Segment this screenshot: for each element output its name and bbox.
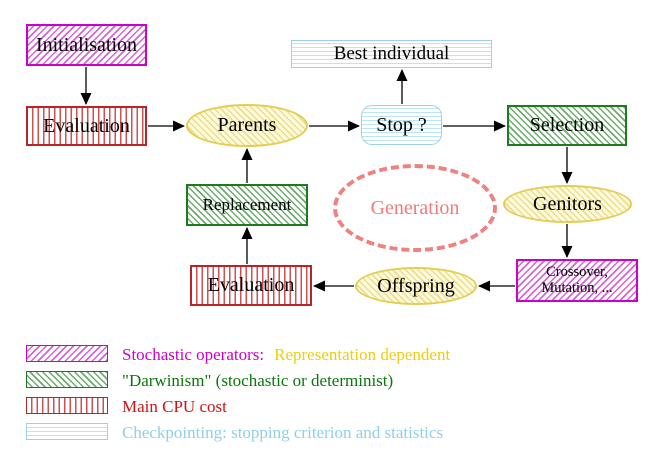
node-crossover-mutation: Crossover, Mutation, ... (516, 259, 638, 302)
node-replacement: Replacement (186, 184, 308, 226)
node-best-individual-label: Best individual (333, 43, 450, 65)
node-parents: Parents (186, 104, 308, 147)
legend-swatch-stochastic-operators (26, 345, 108, 362)
legend-text-darwinism: "Darwinism" (stochastic or determinist) (122, 371, 394, 390)
legend-swatch-cpu-cost (26, 397, 108, 414)
node-genitors-label: Genitors (533, 192, 602, 215)
node-crossover-line2: Mutation, ... (541, 279, 613, 296)
node-evaluation-top: Evaluation (26, 106, 147, 146)
legend-text-checkpointing: Checkpointing: stopping criterion and st… (122, 423, 444, 442)
node-selection: Selection (507, 105, 627, 146)
legend-stochastic-label: Stochastic operators: (122, 345, 265, 364)
node-offspring-label: Offspring (377, 274, 455, 297)
node-evaluation-bottom: Evaluation (190, 265, 312, 306)
legend-text-cpu-cost: Main CPU cost (122, 397, 227, 416)
node-replacement-label: Replacement (202, 195, 292, 215)
legend-representation-label: Representation dependent (274, 345, 451, 364)
node-evaluation-bottom-label: Evaluation (207, 274, 295, 296)
node-best-individual: Best individual (291, 40, 492, 68)
node-genitors: Genitors (503, 185, 632, 223)
legend-swatch-darwinism (26, 371, 108, 388)
generation-cycle-ellipse: Generation (333, 164, 497, 252)
node-evaluation-top-label: Evaluation (43, 114, 130, 137)
node-stop: Stop ? (361, 105, 442, 145)
node-stop-label: Stop ? (376, 113, 427, 136)
node-initialisation-label: Initialisation (35, 33, 138, 56)
legend-swatch-checkpointing (26, 423, 108, 440)
legend-text-stochastic-operators: Stochastic operators: Representation depe… (122, 345, 450, 365)
node-offspring: Offspring (355, 267, 477, 305)
node-selection-label: Selection (529, 114, 605, 136)
node-initialisation: Initialisation (26, 24, 147, 66)
node-crossover-line1: Crossover, (546, 264, 608, 281)
generation-label: Generation (370, 196, 460, 219)
node-parents-label: Parents (217, 114, 277, 136)
